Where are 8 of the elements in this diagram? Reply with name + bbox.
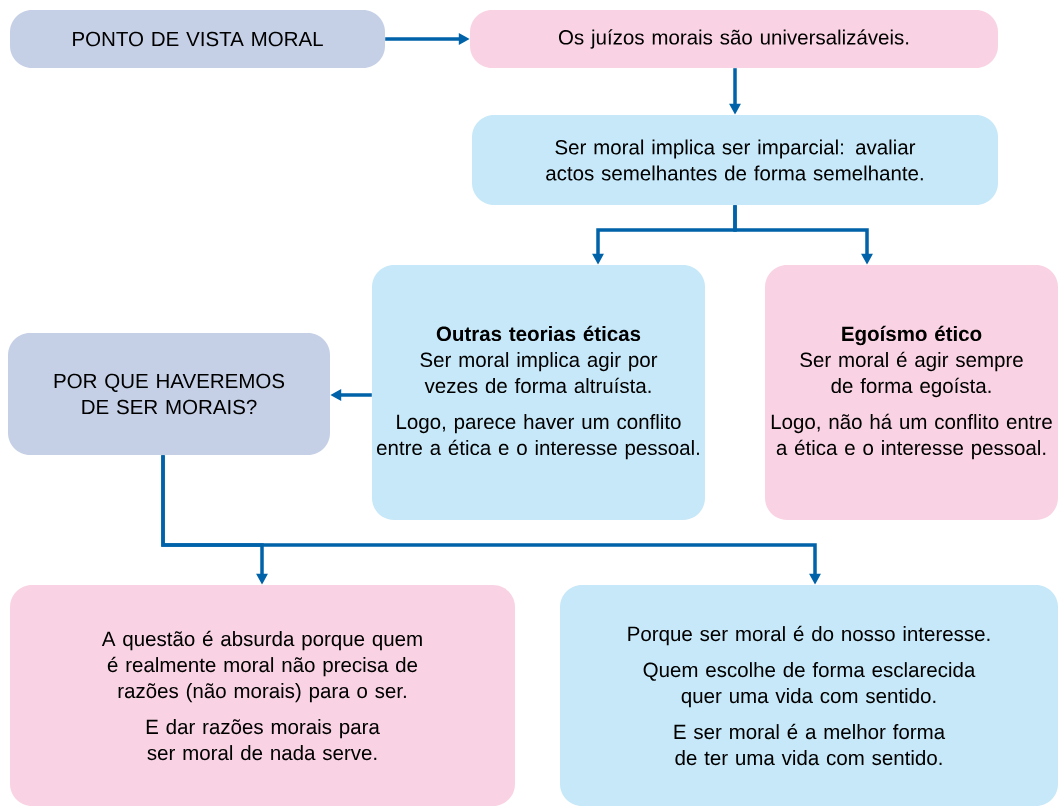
question-box: POR QUE HAVEREMOS DE SER MORAIS? (8, 333, 330, 455)
theory-box: Outras teorias éticas Ser moral implica agir por vezes de forma altruísta. Logo, parece haver um conflito entre a ética e o interesse pessoal. (372, 265, 705, 520)
answer-box: Porque ser moral é do nosso interesse. Quem escolhe de forma esclarecida quer uma vida com sentido. E ser moral é a melhor forma de ter uma vida com sentido. (560, 585, 1058, 806)
label-box: PONTO DE VISTA MORAL (10, 10, 385, 68)
statement-box: Ser moral implica ser imparcial: avaliar actos semelhantes de forma semelhante. (472, 115, 998, 205)
statement-box: Os juízos morais são universalizáveis. (470, 10, 998, 68)
answer-box: A questão é absurda porque quem é realmente moral não precisa de razões (não morais) para o ser. E dar razões morais para ser moral de nada serve. (10, 585, 515, 806)
theory-box: Egoísmo ético Ser moral é agir sempre de forma egoísta. Logo, não há um conflito entre a ética e o interesse pessoal. (765, 265, 1058, 520)
